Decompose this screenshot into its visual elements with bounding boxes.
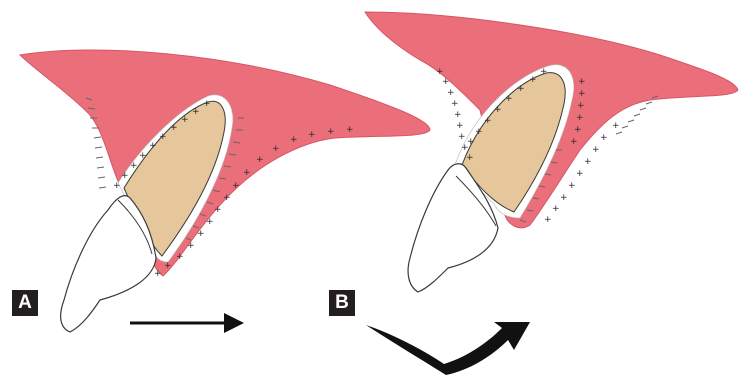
svg-text:+: + (176, 252, 184, 262)
svg-text:+: + (243, 168, 251, 178)
svg-text:+: + (576, 169, 584, 179)
svg-text:+: + (197, 229, 205, 239)
panel-b-illustration: ++ ++ ++ ++ + ++ ++ ++ ++ ++ ++ ++ ++ ++… (365, 12, 738, 375)
svg-text:+: + (149, 141, 157, 151)
panel-a-crown (61, 196, 156, 332)
svg-text:+: + (467, 137, 475, 147)
svg-text:+: + (458, 132, 466, 142)
svg-text:+: + (436, 67, 444, 77)
svg-text:+: + (272, 144, 280, 154)
svg-text:+: + (568, 181, 576, 191)
svg-text:+: + (223, 193, 231, 203)
svg-text:+: + (475, 127, 483, 137)
svg-text:+: + (256, 155, 264, 165)
svg-text:+: + (164, 261, 172, 271)
svg-text:+: + (346, 125, 354, 135)
svg-text:+: + (505, 94, 513, 104)
panel-label-b: B (329, 290, 355, 316)
svg-text:+: + (466, 153, 474, 163)
svg-text:+: + (484, 116, 492, 126)
svg-text:+: + (130, 161, 138, 171)
svg-text:+: + (447, 88, 455, 98)
svg-text:+: + (552, 204, 560, 214)
svg-text:+: + (170, 123, 178, 133)
svg-text:+: + (529, 75, 537, 85)
svg-text:+: + (584, 157, 592, 167)
panel-label-a: A (12, 290, 38, 316)
svg-text:+: + (214, 205, 222, 215)
svg-text:+: + (159, 132, 167, 142)
svg-text:+: + (574, 125, 582, 135)
svg-text:+: + (577, 101, 585, 111)
svg-text:+: + (154, 269, 162, 279)
svg-text:+: + (592, 145, 600, 155)
svg-text:+: + (517, 84, 525, 94)
panel-a-gingiva (20, 50, 430, 276)
svg-text:+: + (290, 135, 298, 145)
svg-text:+: + (578, 89, 586, 99)
svg-text:+: + (192, 107, 200, 117)
svg-text:+: + (442, 77, 450, 87)
svg-text:+: + (560, 193, 568, 203)
svg-text:+: + (544, 215, 552, 225)
panel-a-translation-arrow (130, 313, 244, 333)
panel-a-illustration: ++ ++ ++ ++ ++ ++ ++ ++ ++ ++ ++ ++ ++ (20, 50, 430, 333)
svg-text:+: + (576, 113, 584, 123)
svg-text:+: + (570, 137, 578, 147)
svg-text:+: + (203, 99, 211, 109)
svg-text:+: + (206, 217, 214, 227)
svg-text:+: + (232, 181, 240, 191)
svg-text:+: + (456, 121, 464, 131)
panel-b-tipping-arrow (366, 322, 530, 375)
svg-text:+: + (113, 181, 121, 191)
svg-text:+: + (327, 127, 335, 137)
svg-text:+: + (612, 121, 620, 131)
svg-text:+: + (181, 115, 189, 125)
svg-text:+: + (139, 151, 147, 161)
svg-text:+: + (540, 67, 548, 77)
svg-text:+: + (121, 171, 129, 181)
svg-text:+: + (578, 77, 586, 87)
svg-text:+: + (451, 99, 459, 109)
svg-text:+: + (308, 130, 316, 140)
svg-text:+: + (187, 241, 195, 251)
svg-text:+: + (454, 110, 462, 120)
svg-text:+: + (600, 133, 608, 143)
svg-text:+: + (494, 105, 502, 115)
